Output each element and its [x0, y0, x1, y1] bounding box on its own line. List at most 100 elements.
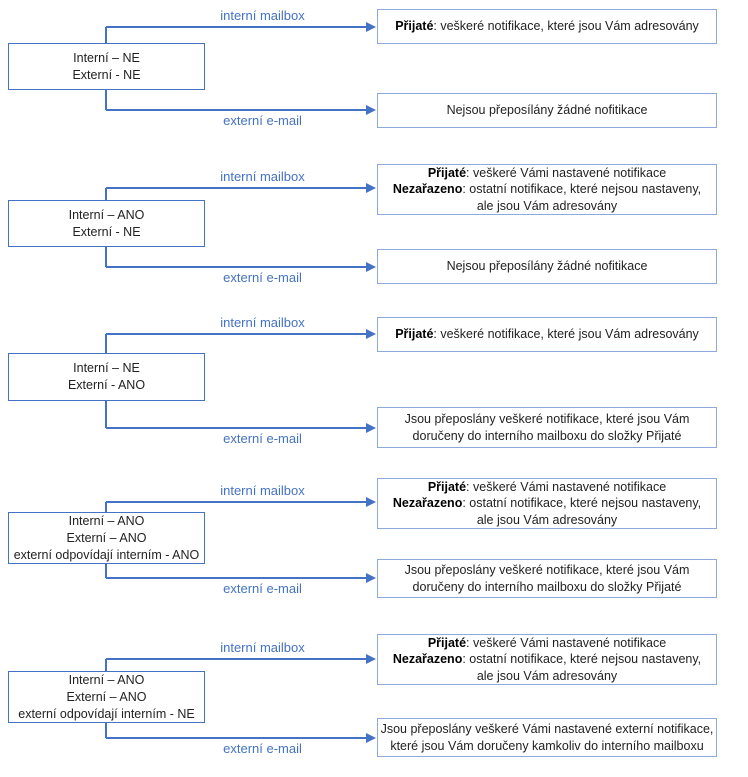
outcome-line: ale jsou Vám adresovány	[477, 512, 617, 529]
outcome-box-email: Jsou přeposlány veškeré notifikace, kter…	[377, 407, 717, 448]
connector-internal-mailbox-line	[106, 26, 366, 28]
settings-line: Interní – ANO	[68, 672, 145, 687]
outcome-line: Nejsou přeposílány žádné nofitikace	[447, 258, 648, 275]
arrowhead-right-icon	[366, 105, 376, 115]
outcome-text: Jsou přeposlány veškeré Vámi nastavené e…	[380, 722, 714, 736]
connector-external-email-line	[106, 109, 366, 111]
outcome-line: Nezařazeno: ostatní notifikace, které ne…	[393, 495, 701, 512]
connector-internal-mailbox-line	[106, 501, 366, 503]
outcome-term: Nezařazeno	[392, 182, 463, 197]
outcome-line: doručeny do interního mailboxu do složky…	[413, 579, 682, 596]
outcome-line: Přijaté: veškeré notifikace, které jsou …	[395, 326, 699, 343]
outcome-term: Nezařazeno	[392, 496, 463, 511]
connector-internal-mailbox-line	[106, 187, 366, 189]
outcome-text: Jsou přeposlány veškeré notifikace, kter…	[404, 563, 690, 577]
arrow-label-external-email: externí e-mail	[223, 741, 302, 756]
arrow-label-external-email: externí e-mail	[223, 113, 302, 128]
arrow-label-external-email: externí e-mail	[223, 581, 302, 596]
arrow-label-internal-mailbox: interní mailbox	[220, 8, 305, 23]
settings-line: externí odpovídají interním - NE	[18, 706, 195, 721]
outcome-term: Přijaté	[395, 19, 434, 34]
outcome-line: Jsou přeposlány veškeré notifikace, kter…	[405, 562, 690, 579]
settings-line: externí odpovídají interním - ANO	[13, 547, 200, 562]
settings-line: Externí - NE	[72, 224, 141, 239]
connector-internal-mailbox-line	[106, 658, 366, 660]
outcome-text: Nejsou přeposílány žádné nofitikace	[446, 103, 648, 118]
connector-external-email-line	[106, 266, 366, 268]
outcome-text: : ostatní notifikace, které nejsou nasta…	[462, 652, 702, 667]
outcome-box-email: Jsou přeposlány veškeré notifikace, kter…	[377, 559, 717, 598]
outcome-box-mailbox: Přijaté: veškeré notifikace, které jsou …	[377, 9, 717, 44]
outcome-text: doručeny do interního mailboxu do složky…	[412, 428, 682, 443]
settings-box: Interní – NE Externí - ANO	[8, 353, 205, 401]
outcome-box-email: Jsou přeposlány veškeré Vámi nastavené e…	[377, 718, 717, 757]
settings-line: Interní – ANO	[68, 513, 145, 528]
settings-line: Externí – ANO	[66, 530, 147, 545]
arrow-label-external-email: externí e-mail	[223, 431, 302, 446]
outcome-text: : veškeré notifikace, které jsou Vám adr…	[433, 19, 699, 34]
outcome-box-mailbox: Přijaté: veškeré Vámi nastavené notifika…	[377, 478, 717, 529]
outcome-line: Přijaté: veškeré notifikace, které jsou …	[395, 18, 699, 35]
arrow-label-internal-mailbox: interní mailbox	[220, 169, 305, 184]
connector-external-email-line	[106, 427, 366, 429]
arrow-label-internal-mailbox: interní mailbox	[220, 483, 305, 498]
outcome-line: ale jsou Vám adresovány	[477, 668, 617, 685]
outcome-text: : veškeré notifikace, které jsou Vám adr…	[433, 327, 699, 342]
outcome-line: doručeny do interního mailboxu do složky…	[413, 428, 682, 445]
arrowhead-right-icon	[366, 423, 376, 433]
outcome-text: doručeny do interního mailboxu do složky…	[412, 579, 682, 594]
outcome-line: Přijaté: veškeré Vámi nastavené notifika…	[428, 479, 666, 496]
outcome-term: Přijaté	[427, 165, 467, 180]
outcome-box-mailbox: Přijaté: veškeré Vámi nastavené notifika…	[377, 634, 717, 685]
outcome-text: Nejsou přeposílány žádné nofitikace	[446, 259, 648, 274]
outcome-text: : veškeré Vámi nastavené notifikace	[466, 165, 667, 180]
settings-line: Interní – ANO	[68, 207, 145, 222]
outcome-text: : veškeré Vámi nastavené notifikace	[466, 479, 667, 494]
outcome-line: Nejsou přeposílány žádné nofitikace	[447, 102, 648, 119]
outcome-box-mailbox: Přijaté: veškeré Vámi nastavené notifika…	[377, 164, 717, 215]
outcome-line: které jsou Vám doručeny kamkoliv do inte…	[390, 738, 703, 755]
outcome-text: ale jsou Vám adresovány	[476, 198, 618, 213]
connector-external-email-line	[106, 577, 366, 579]
connector-internal-mailbox-line	[106, 333, 366, 335]
arrowhead-right-icon	[366, 262, 376, 272]
outcome-line: Jsou přeposlány veškeré Vámi nastavené e…	[381, 721, 714, 738]
outcome-line: Přijaté: veškeré Vámi nastavené notifika…	[428, 165, 666, 182]
arrowhead-right-icon	[366, 22, 376, 32]
arrowhead-right-icon	[366, 573, 376, 583]
settings-line: Interní – NE	[73, 50, 140, 65]
outcome-box-email: Nejsou přeposílány žádné nofitikace	[377, 93, 717, 128]
settings-line: Externí - ANO	[67, 378, 146, 392]
outcome-line: Přijaté: veškeré Vámi nastavené notifika…	[428, 635, 666, 652]
arrow-label-internal-mailbox: interní mailbox	[220, 640, 305, 655]
outcome-text: Jsou přeposlány veškeré notifikace, kter…	[404, 412, 690, 426]
outcome-text: : ostatní notifikace, které nejsou nasta…	[462, 496, 702, 511]
arrow-label-external-email: externí e-mail	[223, 270, 302, 285]
arrow-label-internal-mailbox: interní mailbox	[220, 315, 305, 330]
outcome-term: Přijaté	[427, 635, 467, 650]
outcome-line: Jsou přeposlány veškeré notifikace, kter…	[405, 411, 690, 428]
settings-line: Externí - NE	[72, 67, 141, 82]
outcome-text: : ostatní notifikace, které nejsou nasta…	[462, 182, 702, 197]
outcome-term: Nezařazeno	[392, 652, 463, 667]
outcome-box-mailbox: Přijaté: veškeré notifikace, které jsou …	[377, 317, 717, 352]
settings-box: Interní – ANO Externí - NE	[8, 200, 205, 247]
outcome-line: Nezařazeno: ostatní notifikace, které ne…	[393, 651, 701, 668]
outcome-line: Nezařazeno: ostatní notifikace, které ne…	[393, 181, 701, 198]
connector-external-email-line	[106, 737, 366, 739]
outcome-line: ale jsou Vám adresovány	[477, 198, 617, 215]
arrowhead-right-icon	[366, 733, 376, 743]
arrowhead-right-icon	[366, 654, 376, 664]
arrowhead-right-icon	[366, 329, 376, 339]
settings-box: Interní – NE Externí - NE	[8, 43, 205, 90]
outcome-text: ale jsou Vám adresovány	[476, 512, 618, 527]
settings-box: Interní – ANO Externí – ANO externí odpo…	[8, 671, 205, 723]
settings-box: Interní – ANO Externí – ANO externí odpo…	[8, 512, 205, 564]
outcome-text: : veškeré Vámi nastavené notifikace	[466, 635, 667, 650]
outcome-box-email: Nejsou přeposílány žádné nofitikace	[377, 249, 717, 284]
outcome-text: které jsou Vám doručeny kamkoliv do inte…	[390, 738, 704, 753]
settings-line: Interní – NE	[73, 361, 140, 375]
outcome-term: Přijaté	[427, 479, 467, 494]
outcome-text: ale jsou Vám adresovány	[476, 668, 618, 683]
